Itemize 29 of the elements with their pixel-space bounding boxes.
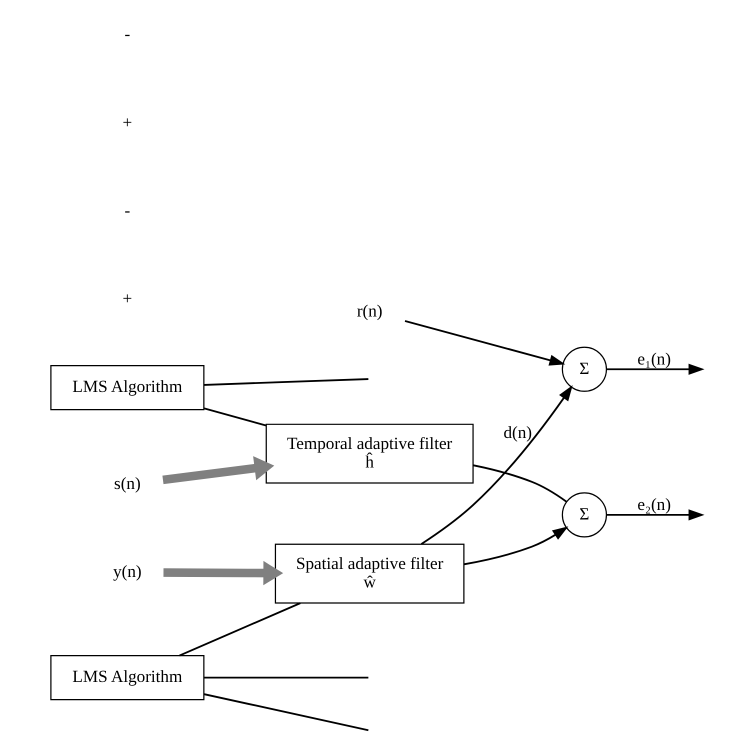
node-text: s(n) — [114, 474, 141, 493]
arrow — [404, 320, 566, 366]
connector — [204, 408, 266, 426]
connector — [204, 378, 368, 386]
node-text: r(n) — [356, 301, 382, 320]
node-box: LMS Algorithm — [50, 654, 204, 700]
edge-label: e₂(n) — [637, 495, 671, 514]
node-text: y(n) — [113, 562, 142, 581]
connector — [179, 602, 301, 656]
connector — [204, 676, 368, 679]
node-circle: Σ — [562, 492, 608, 538]
arrow — [606, 364, 704, 375]
label: - — [124, 200, 130, 220]
arrow — [464, 526, 568, 566]
arrow — [420, 385, 573, 545]
arrow — [162, 456, 274, 484]
arrow — [163, 560, 284, 586]
edge-label: e₁(n) — [637, 350, 671, 369]
node-box: LMS Algorithm — [50, 364, 204, 410]
label: + — [122, 112, 132, 132]
edge-label: d(n) — [503, 423, 532, 442]
arrow — [606, 509, 704, 520]
label: + — [122, 289, 132, 308]
node-box: Temporal adaptive filter ĥ — [266, 424, 474, 484]
node-box: Spatial adaptive filter ŵ — [274, 544, 464, 604]
connector — [473, 464, 568, 502]
node-circle: Σ — [562, 346, 608, 392]
label: - — [124, 24, 130, 44]
connector — [204, 693, 369, 732]
